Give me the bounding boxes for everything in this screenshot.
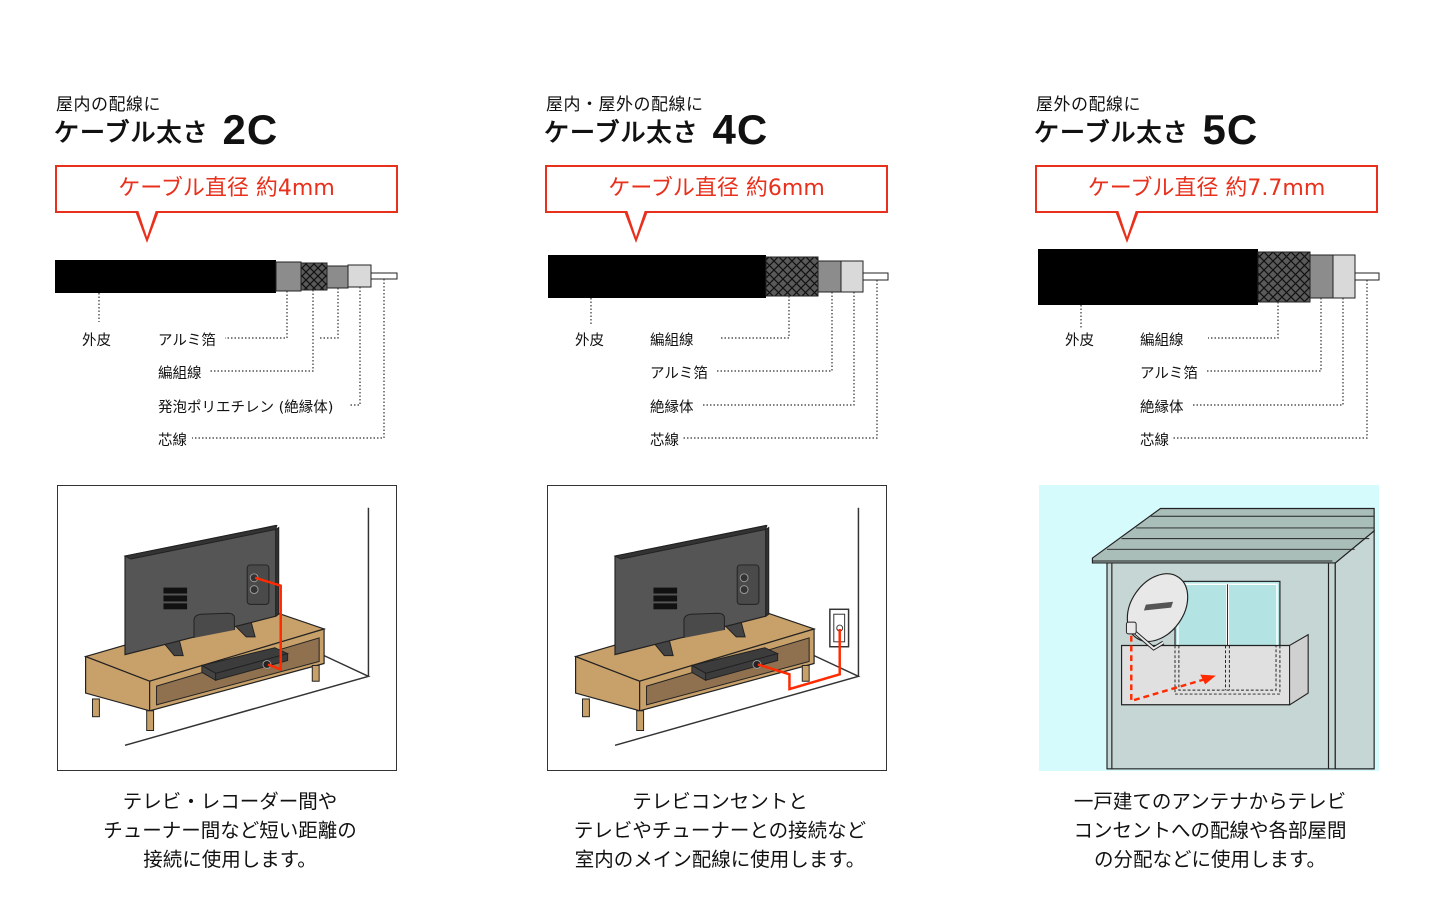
diameter-callout: ケーブル直径 約6mm (545, 165, 888, 213)
layer-label: アルミ箔 (1140, 362, 1200, 383)
layer-label: 発泡ポリエチレン (絶縁体) (158, 396, 336, 417)
cable-column-4c: 屋内・屋外の配線に ケーブル太さ 4C ケーブル直径 約6mm 外皮 編組線 アル… (540, 0, 900, 919)
cable-size-value: 2C (222, 106, 279, 153)
tv-stand-illustration (83, 507, 371, 747)
cable-path (1130, 635, 1205, 703)
callout-pointer-icon (624, 210, 648, 243)
cable-size-value: 5C (1202, 106, 1259, 153)
tv-stand-illustration (573, 507, 861, 747)
layer-label: 編組線 (158, 362, 204, 383)
layer-label-jacket: 外皮 (82, 329, 113, 350)
layer-label-jacket: 外皮 (575, 329, 606, 350)
diameter-callout: ケーブル直径 約7.7mm (1035, 165, 1378, 213)
cable-cross-section-2c (55, 260, 398, 439)
title-prefix: ケーブル太さ (1034, 118, 1189, 147)
layer-label: アルミ箔 (650, 362, 710, 383)
layer-label: 編組線 (650, 329, 696, 350)
usage-description: テレビコンセントと テレビやチューナーとの接続など 室内のメイン配線に使用します… (573, 790, 867, 871)
usage-illustration-tv-recorder (57, 485, 397, 771)
layer-label: 芯線 (1140, 429, 1171, 450)
cable-size-value: 4C (712, 106, 769, 153)
layer-label: アルミ箔 (158, 329, 218, 350)
layer-label: 芯線 (158, 429, 189, 450)
usage-illustration-wall-outlet (547, 485, 887, 771)
house-antenna-illustration (1091, 507, 1375, 770)
diameter-callout: ケーブル直径 約4mm (55, 165, 398, 213)
callout-pointer-icon (1115, 210, 1139, 243)
layer-label: 編組線 (1140, 329, 1186, 350)
usage-subtitle: 屋外の配線に (1036, 95, 1141, 115)
layer-label: 絶縁体 (1140, 396, 1186, 417)
layer-label: 芯線 (650, 429, 681, 450)
layer-label: 絶縁体 (650, 396, 696, 417)
layer-label-jacket: 外皮 (1065, 329, 1096, 350)
cable-path (254, 576, 282, 672)
cable-size-title: ケーブル太さ 4C (544, 106, 768, 154)
cable-size-title: ケーブル太さ 5C (1034, 106, 1258, 154)
usage-description: 一戸建てのアンテナからテレビ コンセントへの配線や各部屋間 の分配などに使用しま… (1073, 790, 1347, 871)
cable-column-5c: 屋外の配線に ケーブル太さ 5C ケーブル直径 約7.7mm 外皮 編組線 アルミ… (1030, 0, 1390, 919)
title-prefix: ケーブル太さ (54, 118, 209, 147)
usage-subtitle: 屋内・屋外の配線に (546, 95, 704, 115)
usage-illustration-antenna-house (1039, 485, 1379, 771)
callout-pointer-icon (135, 210, 159, 243)
title-prefix: ケーブル太さ (544, 118, 699, 147)
cable-cross-section-5c (1038, 249, 1380, 439)
usage-description: テレビ・レコーダー間や チューナー間など短い距離の 接続に使用します。 (103, 790, 357, 871)
cable-size-title: ケーブル太さ 2C (54, 106, 278, 154)
usage-subtitle: 屋内の配線に (56, 95, 161, 115)
cable-cross-section-4c (548, 255, 889, 439)
cable-path (757, 629, 841, 691)
